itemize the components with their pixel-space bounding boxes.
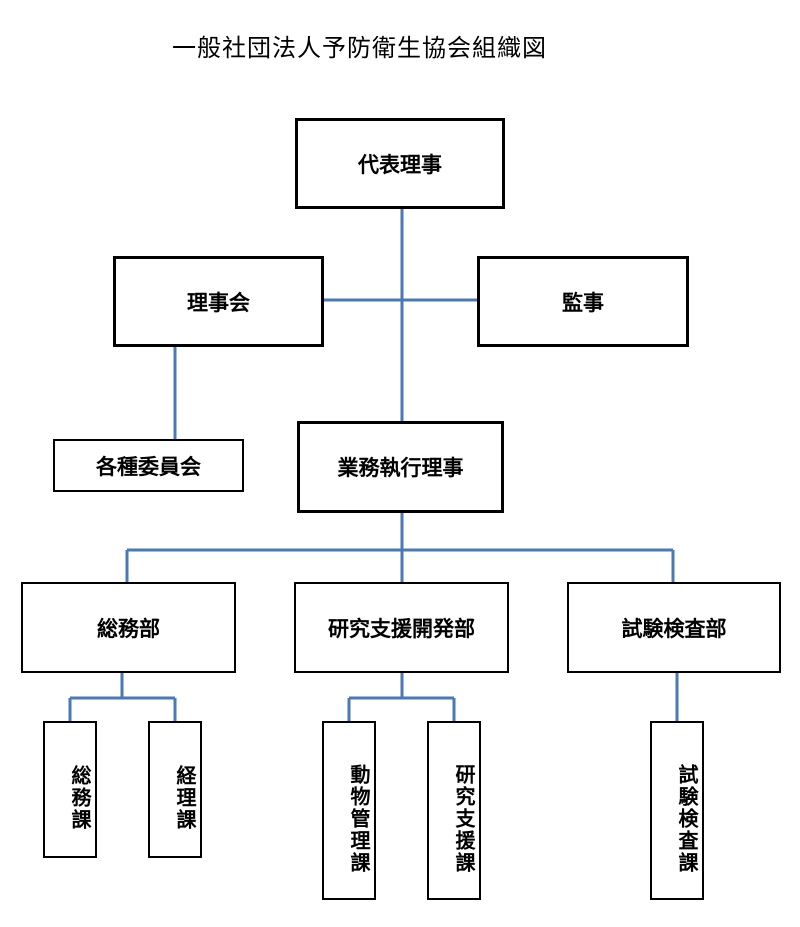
node-general-affairs-dept: 総務部 [21, 582, 236, 673]
node-label: 各種委員会 [96, 454, 201, 479]
node-label: 動物管理課 [347, 763, 371, 874]
node-research-support-section: 研究支援課 [427, 721, 481, 900]
node-general-affairs-section: 総務課 [43, 721, 97, 858]
node-label: 総務課 [68, 764, 92, 831]
node-label: 代表理事 [358, 152, 442, 177]
node-committees: 各種委員会 [53, 439, 244, 492]
node-label: 業務執行理事 [337, 456, 464, 480]
node-label: 研究支援開発部 [328, 616, 475, 641]
node-executive-director: 業務執行理事 [297, 421, 504, 513]
node-label: 試験検査課 [675, 763, 699, 874]
node-animal-management-section: 動物管理課 [322, 721, 376, 900]
node-board-of-directors: 理事会 [113, 256, 324, 347]
node-representative-director: 代表理事 [295, 118, 505, 209]
node-label: 研究支援課 [452, 763, 476, 874]
node-testing-section: 試験検査課 [650, 721, 704, 900]
node-label: 経理課 [173, 764, 197, 831]
node-label: 監事 [562, 290, 604, 315]
node-research-support-dept: 研究支援開発部 [294, 582, 509, 673]
node-label: 総務部 [97, 616, 160, 641]
node-label: 試験検査部 [621, 616, 727, 641]
node-testing-dept: 試験検査部 [567, 582, 781, 673]
node-accounting-section: 経理課 [148, 721, 202, 858]
node-label: 理事会 [187, 290, 250, 315]
node-auditor: 監事 [477, 256, 689, 347]
page-title: 一般社団法人予防衛生協会組織図 [172, 34, 547, 62]
